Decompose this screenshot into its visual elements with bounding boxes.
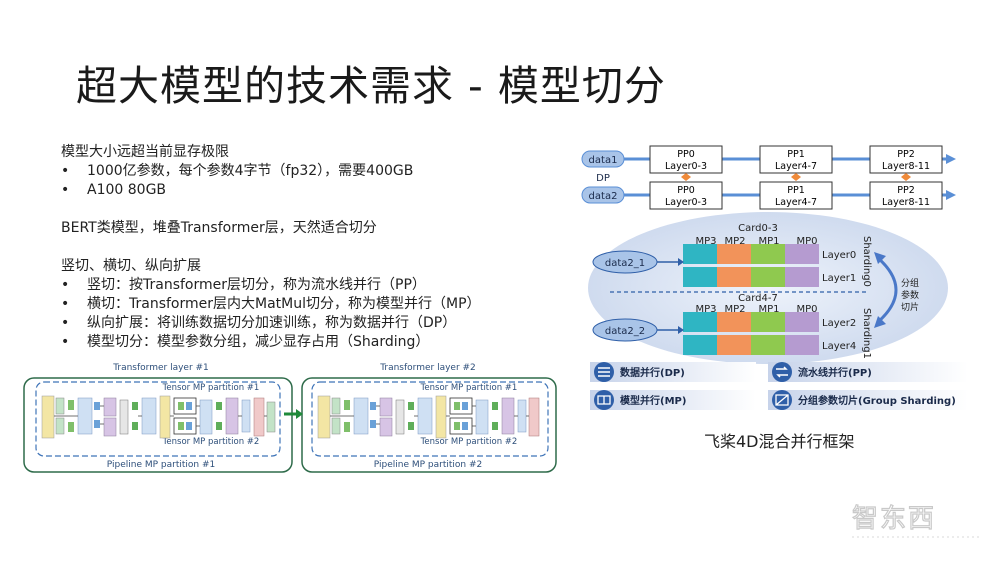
dp-sync-diamond-icon (681, 173, 691, 181)
data2-1-label: data2_1 (605, 258, 645, 269)
bullet-params: 1000亿参数，每个参数4字节（fp32），需要400GB (61, 162, 481, 181)
group-param-slice-label: 分组 参数 切片 (901, 277, 922, 313)
layer1-label: Layer1 (822, 273, 856, 284)
pipeline-box-2 (301, 377, 557, 473)
legend-mp: 模型并行(MP) (620, 394, 686, 407)
svg-text:PP0: PP0 (677, 149, 695, 160)
svg-text:Layer0-3: Layer0-3 (665, 197, 707, 208)
pipeline-mp-2-label: Pipeline MP partition #2 (374, 460, 482, 470)
data2-pill (581, 186, 625, 204)
svg-text:PP2: PP2 (897, 185, 915, 196)
group-sharding-arrow-icon (877, 256, 898, 324)
card0-3-mp-labels: MP3 MP2 MP1 MP0 (695, 236, 817, 247)
legend-pp: 流水线并行(PP) (798, 366, 872, 379)
transformer-layer-1-label: Transformer layer #1 (112, 363, 209, 373)
sharding1-label: Sharding1 (861, 308, 872, 359)
card0-3-label: Card0-3 (738, 223, 778, 234)
svg-text:PP1: PP1 (787, 149, 805, 160)
bullet-sharding: 模型切分：模型参数分组，减少显存占用（Sharding） (61, 333, 481, 352)
pipeline-box-1 (23, 377, 293, 473)
svg-text:Layer4-7: Layer4-7 (775, 161, 817, 172)
card0-3-grid (683, 244, 819, 287)
fenzu-1: 分组 (901, 277, 919, 289)
watermark-logo: 智东西 (851, 503, 980, 538)
tensor-mp-1-label-b: Tensor MP partition #1 (420, 383, 518, 393)
layer2-blocks (317, 395, 540, 439)
svg-text:MP3: MP3 (695, 236, 716, 247)
database-icon (598, 367, 610, 377)
tensor-mp-1-label-a: Tensor MP partition #1 (162, 383, 260, 393)
card4-7-mp-labels: MP3 MP2 MP1 MP0 (695, 304, 817, 315)
legend-gs: 分组参数切片(Group Sharding) (798, 394, 956, 407)
bullet-horizontal-split: 横切：Transformer层内大MatMul切分，称为模型并行（MP） (61, 295, 481, 314)
svg-text:MP1: MP1 (758, 236, 779, 247)
legend: 数据并行(DP) 流水线并行(PP) 模型并行(MP) 分组参数切片(Group… (590, 362, 968, 410)
pipeline-icon (776, 366, 788, 378)
tensor-box-2 (311, 381, 549, 457)
svg-text:MP0: MP0 (796, 304, 817, 315)
tensor-mp-2-label-a: Tensor MP partition #2 (162, 437, 260, 447)
slide-title: 超大模型的技术需求 - 模型切分 (76, 62, 666, 110)
svg-text:MP0: MP0 (796, 236, 817, 247)
data1-label: data1 (589, 155, 618, 166)
dp-sync-diamond-icon (901, 173, 911, 181)
layer4-label: Layer4 (822, 341, 856, 352)
data1-pill (581, 150, 625, 168)
data2-label: data2 (589, 191, 618, 202)
para-memory-limit: 模型大小远超当前显存极限 (61, 144, 229, 160)
legend-dp: 数据并行(DP) (620, 366, 685, 379)
svg-text:Layer4-7: Layer4-7 (775, 197, 817, 208)
svg-text:Layer8-11: Layer8-11 (882, 161, 930, 172)
para-bert: BERT类模型，堆叠Transformer层，天然适合切分 (61, 220, 377, 236)
hybrid-parallel-diagram: data1 DP data2 PP0 Layer0-3 PP1 Layer4-7… (581, 145, 968, 410)
sharding0-label: Sharding0 (861, 236, 872, 287)
watermark-text: 智东西 (852, 504, 936, 534)
tensor-mp-2-label-b: Tensor MP partition #2 (420, 437, 518, 447)
bullet-data-parallel: 纵向扩展：将训练数据切分加速训练，称为数据并行（DP） (61, 314, 481, 333)
svg-text:MP1: MP1 (758, 304, 779, 315)
transformer-layer-2-label: Transformer layer #2 (379, 363, 476, 373)
dp-label: DP (596, 173, 610, 184)
svg-text:PP2: PP2 (897, 149, 915, 160)
data2-2-label: data2_2 (605, 326, 645, 337)
para-split-types: 竖切、横切、纵向扩展 (61, 258, 201, 274)
svg-text:PP1: PP1 (787, 185, 805, 196)
tensor-box-1 (35, 381, 281, 457)
svg-text:PP0: PP0 (677, 185, 695, 196)
group-sharding-icon (775, 394, 789, 406)
pp-row-bottom: PP0 Layer0-3 PP1 Layer4-7 PP2 Layer8-11 (649, 181, 943, 210)
bullet-a100: A100 80GB (61, 181, 481, 200)
svg-text:MP2: MP2 (724, 304, 745, 315)
pipeline-mp-1-label: Pipeline MP partition #1 (107, 460, 215, 470)
pp-row-top: PP0 Layer0-3 PP1 Layer4-7 PP2 Layer8-11 (649, 145, 943, 174)
layer2-label: Layer2 (822, 318, 856, 329)
diagram-caption: 飞桨4D混合并行框架 (704, 432, 855, 451)
card4-7-grid (683, 312, 819, 355)
dp-sync-diamond-icon (791, 173, 801, 181)
card4-7-label: Card4-7 (738, 293, 778, 304)
svg-text:MP3: MP3 (695, 304, 716, 315)
fenzu-2: 参数 (901, 289, 919, 301)
layer1-blocks (41, 395, 276, 439)
model-parallel-icon (597, 395, 611, 405)
svg-text:Layer0-3: Layer0-3 (665, 161, 707, 172)
fenzu-3: 切片 (901, 301, 919, 313)
svg-text:MP2: MP2 (724, 236, 745, 247)
svg-text:Layer8-11: Layer8-11 (882, 197, 930, 208)
transformer-partition-diagram: Transformer layer #1 Transformer layer #… (23, 363, 557, 473)
body-text: 模型大小远超当前显存极限 1000亿参数，每个参数4字节（fp32），需要400… (61, 143, 481, 352)
layer0-label: Layer0 (822, 250, 856, 261)
bullet-vertical-split: 竖切：按Transformer层切分，称为流水线并行（PP） (61, 276, 481, 295)
